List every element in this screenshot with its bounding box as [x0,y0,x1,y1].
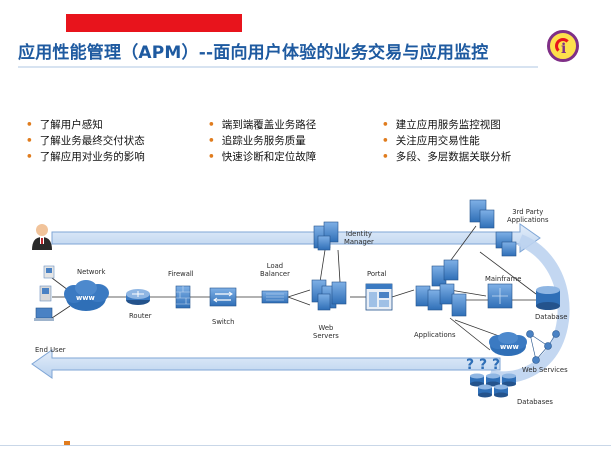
portal-label: Portal [367,270,387,278]
firewall-label: Firewall [168,270,194,278]
bullet-column-app: •建立应用服务监控视图 •关注应用交易性能 •多段、多层数据关联分析 [382,117,552,165]
third-party-applications-icon [469,199,517,257]
bullet-item: •了解应用对业务的影响 [26,151,145,163]
network-label: Network [77,268,106,276]
end-user-devices-icon [34,265,55,321]
identity-manager-server-icon [313,221,339,251]
footer-accent [64,441,70,445]
bullet-item: •建立应用服务监控视图 [382,119,501,131]
www-cloud-label-2: www [500,343,519,351]
applications-label: Applications [414,331,456,339]
cloud-icon [489,332,527,356]
bullet-item: •端到端覆盖业务路径 [208,119,317,131]
bullet-item: •快速诊断和定位故障 [208,151,317,163]
footer-divider [0,445,611,446]
user-icon [32,224,52,250]
bullet-column-path: •端到端覆盖业务路径 •追踪业务服务质量 •快速诊断和定位故障 [208,117,378,165]
mainframe-label: Mainframe [485,275,522,283]
router-label: Router [129,312,152,320]
firewall-icon [175,285,191,309]
end-user-label: End User [35,346,66,354]
brand-logo-icon: i [547,30,579,62]
bottom-flow-arrow [31,349,501,379]
databases-label: Databases [517,398,553,406]
portal-icon [365,283,393,311]
bullet-column-user: •了解用户感知 •了解业务最终交付状态 •了解应用对业务的影响 [26,117,196,165]
applications-server-icon [415,259,467,317]
bullet-item: •了解用户感知 [26,119,103,131]
web-servers-icon [311,279,347,311]
web-services-icon [526,330,560,364]
database-label: Database [535,313,568,321]
database-icon [536,286,560,310]
bullet-item: •多段、多层数据关联分析 [382,151,512,163]
web-services-label: Web Services [522,366,568,374]
databases-icon [470,373,516,398]
bullet-item: •关注应用交易性能 [382,135,480,147]
mainframe-icon [487,283,513,309]
www-cloud-label: www [76,294,95,302]
bullet-item: •了解业务最终交付状态 [26,135,145,147]
switch-icon [209,287,237,307]
cloud-icon [64,280,109,311]
switch-label: Switch [212,318,235,326]
title-divider [18,66,538,68]
connection-lines [51,225,537,351]
load-balancer-icon [261,290,289,304]
bullet-item: •追踪业务服务质量 [208,135,306,147]
question-icon: ? ? ? [466,357,501,373]
slide-title: 应用性能管理（APM）--面向用户体验的业务交易与应用监控 [18,43,489,63]
title-red-bar [66,14,242,32]
router-icon [126,289,150,305]
apm-architecture-diagram [31,199,570,398]
